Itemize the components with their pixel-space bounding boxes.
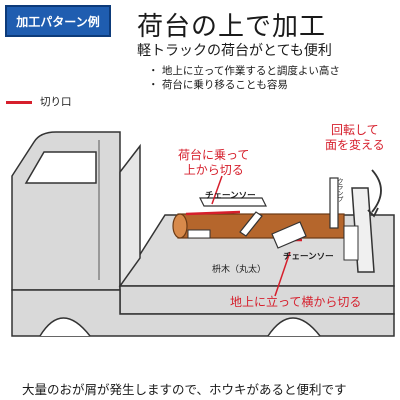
clamp-post [329,177,339,229]
rotate-arrowhead [367,207,379,218]
bullet-1: ・ 地上に立って作業すると調度よい高さ [148,65,340,77]
annotation-from-ground: 地上に立って横から切る [230,295,362,309]
rear-wheel-arch [267,317,321,337]
pattern-tag: 加工パターン例 [5,5,111,37]
arrow-from-top [211,175,223,205]
support-block-right [343,225,359,261]
bed-side-panel [119,285,395,315]
cut-line-top [185,210,241,216]
clamp-label: クランプ [336,178,343,202]
front-wheel-arch [39,317,91,337]
arrow-from-side [274,251,291,297]
bullet-2: ・ 荷台に乗り移ることも容易 [148,79,288,91]
chainsaw-top-blade [239,211,263,237]
chainsaw-label-top: チェーンソー [205,191,256,201]
log-end [172,213,188,239]
page-subtitle: 軽トラックの荷台がとても便利 [137,43,332,59]
bed-headboard [119,143,141,289]
chainsaw-label-side: チェーンソー [283,252,334,262]
chainsaw-top-bar [199,197,267,207]
rotate-arrow [371,169,382,213]
legend-swatch [6,101,32,104]
annotation-on-bed: 荷台に乗って上から切る [178,148,250,177]
cab-door-line [98,140,100,280]
legend-label: 切り口 [40,96,72,108]
cab-window [24,151,97,184]
footer-note: 大量のおが屑が発生しますので、ホウキがあると便利です [22,382,347,397]
chainsaw-side-body [271,221,307,249]
log-label: 枡木（丸太） [212,265,267,275]
page-title: 荷台の上で加工 [137,12,327,42]
annotation-rotate: 回転して面を変える [325,123,385,152]
support-block-left [187,229,211,239]
